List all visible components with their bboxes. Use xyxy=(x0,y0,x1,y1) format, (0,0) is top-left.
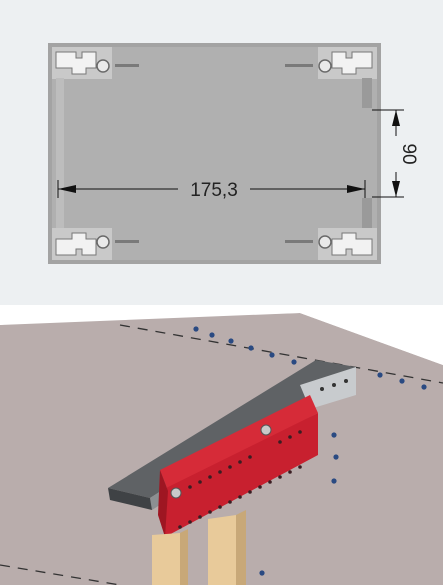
corner-slot-bottom-right xyxy=(285,198,377,260)
width-dimension-label: 175,3 xyxy=(190,180,238,201)
height-dimension xyxy=(372,109,404,198)
wooden-posts xyxy=(152,510,246,585)
profile-drawing-panel: 175,3 90 xyxy=(48,43,419,264)
perforation-row-top xyxy=(119,324,443,390)
red-bracket xyxy=(158,395,318,537)
perforation-row-bottom xyxy=(0,432,339,585)
assembly-illustration-panel xyxy=(0,305,443,585)
profile-cross-section-icon xyxy=(48,43,404,264)
corner-slot-bottom-left xyxy=(52,228,139,260)
dimension-labels: 175,3 90 xyxy=(190,143,419,201)
corner-slot-top-left xyxy=(52,47,139,228)
corner-slot-top-right xyxy=(285,47,377,108)
rail-bracket-assembly-icon xyxy=(0,305,443,585)
profile-inner-face xyxy=(52,47,377,260)
height-dimension-label: 90 xyxy=(398,143,419,164)
width-dimension xyxy=(57,180,366,198)
